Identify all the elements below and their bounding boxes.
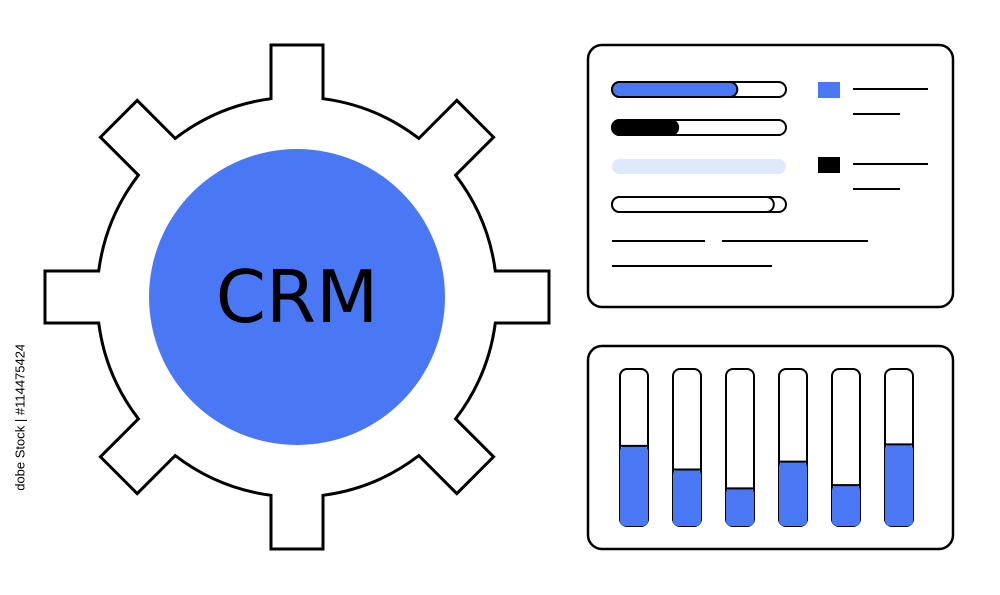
stock-id-text: Adobe Stock | #1144754248	[12, 345, 28, 490]
progress-fill	[611, 81, 739, 98]
legend-swatch	[818, 82, 840, 98]
chart-column	[619, 368, 649, 527]
stock-id-watermark: Adobe Stock | #1144754248	[8, 345, 32, 490]
text-lines	[612, 240, 868, 267]
chart-column	[831, 368, 861, 527]
legend-item	[818, 82, 928, 115]
chart-column	[884, 368, 914, 527]
column-fill	[832, 485, 860, 526]
progress-bar	[611, 119, 787, 136]
chart-column	[778, 368, 808, 527]
crm-badge	[149, 149, 445, 445]
gear-icon: CRM	[43, 43, 551, 551]
progress-bar	[612, 159, 786, 174]
column-fill	[620, 445, 648, 526]
legend-swatch	[818, 157, 840, 173]
crm-label: CRM	[216, 255, 378, 339]
form-panel	[586, 43, 955, 309]
column-fill	[726, 488, 754, 526]
column-fill	[779, 461, 807, 526]
column-fill	[885, 444, 913, 526]
progress-fill	[611, 196, 775, 213]
column-fill	[673, 469, 701, 526]
chart-panel	[586, 344, 955, 551]
progress-bar	[611, 81, 787, 98]
legend-item	[818, 157, 928, 190]
progress-bar	[611, 196, 787, 213]
progress-fill	[612, 159, 786, 174]
progress-fill	[611, 119, 680, 136]
chart-column	[672, 368, 702, 527]
chart-column	[725, 368, 755, 527]
